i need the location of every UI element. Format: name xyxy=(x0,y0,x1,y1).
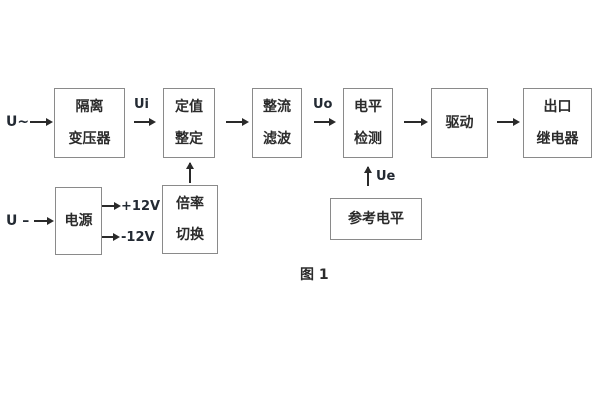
block-setting-adjust: 定值 整定 xyxy=(163,88,215,158)
block-level-detect: 电平 检测 xyxy=(343,88,393,158)
block-label: 整定 xyxy=(175,130,203,147)
arrow-rate-to-setting xyxy=(186,162,194,183)
block-driver: 驱动 xyxy=(431,88,488,158)
figure-caption: 图 1 xyxy=(300,267,329,283)
block-label: 驱动 xyxy=(445,114,474,131)
block-isolation-transformer: 隔离 变压器 xyxy=(54,88,125,158)
block-label: 出口 xyxy=(543,99,572,116)
block-label: 隔离 xyxy=(75,99,104,116)
block-power-supply: 电源 xyxy=(55,187,102,255)
signal-uo: Uo xyxy=(313,97,333,112)
arrow-to-relay xyxy=(497,118,520,126)
arrow-to-driver xyxy=(404,118,428,126)
arrow-ac-input xyxy=(30,118,53,126)
block-label: 倍率 xyxy=(176,195,204,212)
block-rate-switch: 倍率 切换 xyxy=(162,185,218,254)
block-reference-level: 参考电平 xyxy=(330,198,422,240)
block-label: 定值 xyxy=(175,99,203,116)
block-label: 切换 xyxy=(176,227,204,243)
block-output-relay: 出口 继电器 xyxy=(523,88,592,158)
arrow-ue xyxy=(364,166,372,186)
block-label: 继电器 xyxy=(536,130,579,147)
arrow-ui xyxy=(134,118,156,126)
block-label: 电平 xyxy=(354,99,382,116)
label-minus12v: -12V xyxy=(121,230,155,245)
block-label: 变压器 xyxy=(68,130,111,147)
label-plus12v: +12V xyxy=(121,199,161,214)
label-ac-input: U~ xyxy=(6,114,30,130)
arrow-dc-input xyxy=(34,217,54,225)
signal-ui: Ui xyxy=(134,97,150,112)
label-dc-input: U – xyxy=(6,213,30,229)
signal-ue: Ue xyxy=(376,169,396,184)
arrow-uo xyxy=(314,118,336,126)
block-label: 电源 xyxy=(64,212,93,229)
block-label: 检测 xyxy=(354,130,382,147)
block-label: 滤波 xyxy=(263,130,291,147)
arrow-plus12v xyxy=(102,202,121,210)
block-label: 参考电平 xyxy=(348,210,404,227)
block-rectifier-filter: 整流 滤波 xyxy=(252,88,302,158)
block-label: 整流 xyxy=(263,99,291,116)
arrow-minus12v xyxy=(102,233,120,241)
arrow-to-rectifier xyxy=(226,118,249,126)
